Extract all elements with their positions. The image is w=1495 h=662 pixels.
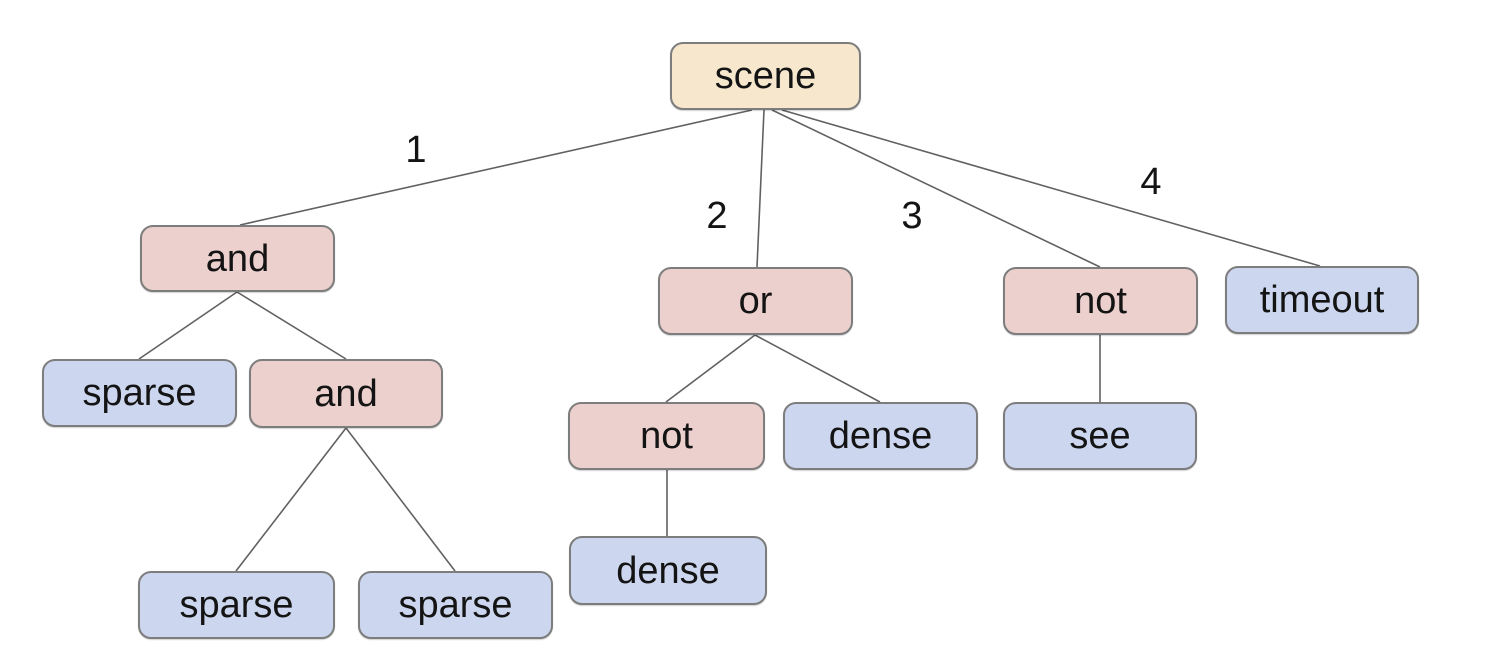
tree-edge-scene-and-1	[239, 109, 753, 226]
edge-label-1: 1	[405, 129, 427, 171]
tree-node-see-1: see	[1003, 402, 1197, 470]
tree-edge-or-1-not-2	[665, 334, 756, 403]
tree-node-sparse-2: sparse	[138, 571, 335, 639]
tree-node-label: and	[314, 372, 378, 415]
tree-node-label: dense	[828, 415, 933, 457]
tree-node-timeout-1: timeout	[1225, 266, 1419, 334]
tree-node-label: not	[640, 415, 693, 457]
tree-node-label: timeout	[1259, 279, 1385, 321]
tree-node-label: sparse	[179, 584, 294, 626]
tree-node-label: sparse	[82, 372, 197, 414]
tree-node-or-1: or	[658, 267, 853, 335]
tree-node-label: not	[1074, 280, 1127, 322]
tree-node-and-2: and	[249, 359, 443, 428]
tree-node-label: or	[738, 280, 773, 322]
edge-label-3: 3	[901, 195, 923, 237]
tree-edge-and-1-sparse-1	[138, 291, 238, 360]
tree-edge-and-1-and-2	[236, 291, 347, 360]
tree-node-not-1: not	[1003, 267, 1198, 335]
tree-node-label: scene	[714, 55, 817, 97]
tree-node-scene: scene	[670, 42, 861, 110]
tree-node-sparse-1: sparse	[42, 359, 237, 427]
tree-edge-or-1-dense-1	[754, 334, 881, 403]
tree-node-sparse-3: sparse	[358, 571, 553, 639]
tree-node-dense-1: dense	[783, 402, 978, 470]
tree-edge-scene-or-1	[756, 109, 765, 268]
tree-node-label: dense	[616, 549, 720, 592]
edge-label-2: 2	[706, 195, 728, 237]
tree-node-and-1: and	[140, 225, 335, 292]
tree-node-label: sparse	[398, 584, 513, 626]
tree-edge-and-2-sparse-2	[235, 427, 347, 572]
tree-node-label: and	[205, 237, 270, 280]
tree-edge-and-2-sparse-3	[345, 427, 456, 572]
tree-node-dense-2: dense	[569, 536, 767, 605]
tree-node-not-2: not	[568, 402, 765, 470]
tree-edge-scene-not-1	[771, 109, 1101, 268]
edge-label-4: 4	[1140, 161, 1162, 203]
tree-edge-scene-timeout-1	[781, 109, 1321, 267]
tree-node-label: see	[1069, 415, 1131, 457]
